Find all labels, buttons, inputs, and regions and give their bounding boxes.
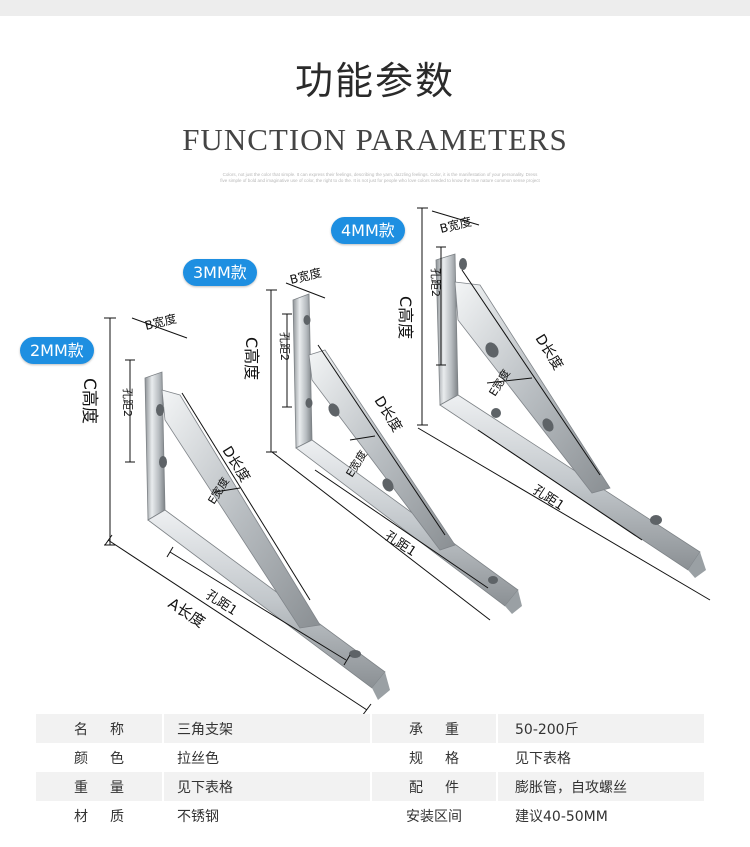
dimension-lines [104, 207, 711, 717]
badge-3mm: 3MM款 [183, 259, 257, 286]
label-e-width-3mm: E宽度 [343, 448, 370, 480]
param-label: 重量 [36, 772, 162, 801]
param-value: 见下表格 [496, 743, 704, 772]
label-b-width-3mm: B宽度 [288, 265, 323, 287]
label-hole-dist1-4mm: 孔距1 [530, 483, 567, 514]
param-value: 建议40-50MM [496, 801, 704, 830]
param-label: 规格 [370, 743, 496, 772]
label-hole-dist2-3mm: 孔距2 [278, 332, 291, 361]
badge-4mm: 4MM款 [331, 217, 405, 244]
param-label: 承重 [370, 714, 496, 743]
label-d-length-4mm: D长度 [532, 332, 566, 373]
label-c-height-4mm: C高度 [396, 296, 415, 339]
param-value: 三角支架 [162, 714, 370, 743]
param-value: 不锈钢 [162, 801, 370, 830]
param-value: 膨胀管，自攻螺丝 [496, 772, 704, 801]
label-a-length-2mm: A长度 [165, 594, 209, 631]
bracket-4mm [435, 253, 706, 578]
param-value: 拉丝色 [162, 743, 370, 772]
page-title: 功能参数 [294, 59, 455, 103]
param-value: 见下表格 [162, 772, 370, 801]
label-hole-dist2-2mm: 孔距2 [121, 388, 134, 417]
table-row: 重量 见下表格 配件 膨胀管，自攻螺丝 [36, 772, 704, 801]
table-row: 颜色 拉丝色 规格 见下表格 [36, 743, 704, 772]
label-hole-dist2-4mm: 孔距2 [429, 268, 442, 297]
param-label: 安装区间 [370, 801, 496, 830]
label-c-height-2mm: C高度 [79, 378, 99, 424]
param-label: 名称 [36, 714, 162, 743]
label-b-width-4mm: B宽度 [438, 214, 473, 236]
param-value: 50-200斤 [496, 714, 704, 743]
top-band [0, 0, 750, 16]
param-label: 材质 [36, 801, 162, 830]
table-row: 材质 不锈钢 安装区间 建议40-50MM [36, 801, 704, 830]
page-title-en: FUNCTION PARAMETERS [182, 122, 568, 157]
param-label: 颜色 [36, 743, 162, 772]
param-label: 配件 [370, 772, 496, 801]
bracket-2mm [144, 371, 390, 700]
bracket-3mm [292, 293, 522, 614]
table-row: 名称 三角支架 承重 50-200斤 [36, 714, 704, 743]
subtitle-text: Colors, not just the color that simple. … [220, 172, 540, 183]
label-b-width-2mm: B宽度 [143, 311, 178, 333]
badge-2mm: 2MM款 [20, 337, 94, 364]
label-c-height-3mm: C高度 [242, 337, 261, 380]
parameters-table: 名称 三角支架 承重 50-200斤 颜色 拉丝色 规格 见下表格 重量 见下表… [36, 714, 704, 830]
